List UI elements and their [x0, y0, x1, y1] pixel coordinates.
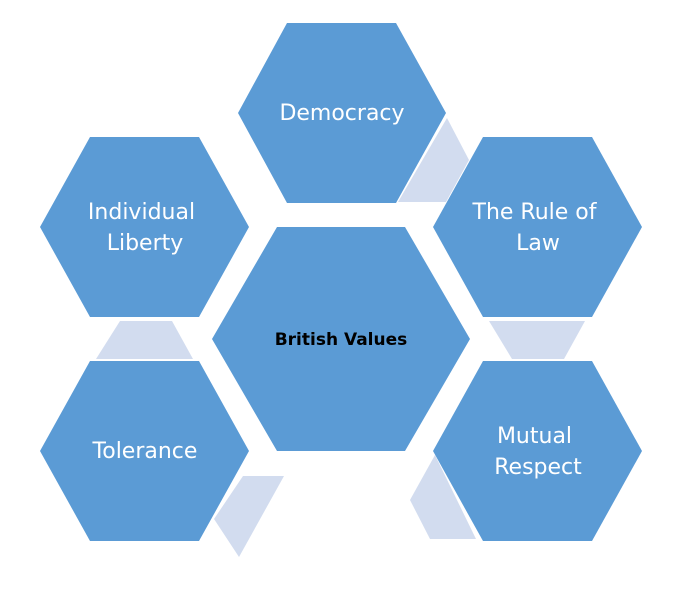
node-label-individual-liberty-line-2: Liberty: [107, 231, 184, 256]
node-label-mutual-respect-line-2: Respect: [494, 455, 582, 480]
node-label-rule-of-law: The Rule of Law: [472, 200, 604, 256]
node-label-individual-liberty: Individual Liberty: [88, 200, 202, 256]
hexagon-tolerance: [40, 361, 249, 541]
node-label-rule-of-law-line-1: The Rule of: [472, 200, 598, 225]
connector-rule-of-law-mutual-respect: [489, 321, 585, 359]
node-label-mutual-respect: Mutual Respect: [494, 424, 582, 480]
node-label-mutual-respect-line-1: Mutual: [497, 424, 572, 449]
hexagon-center: [212, 227, 470, 451]
node-label-democracy-line-1: Democracy: [279, 101, 404, 126]
node-label-tolerance: Tolerance: [92, 439, 198, 464]
node-label-democracy: Democracy: [279, 101, 404, 126]
connector-tolerance: [214, 476, 284, 557]
hexagon-individual-liberty: [40, 137, 249, 317]
hexagon-democracy: [238, 23, 446, 203]
connector-individual-liberty-tolerance: [96, 321, 193, 359]
hexagon-mutual-respect: [433, 361, 642, 541]
center-label: British Values: [275, 330, 408, 350]
connector-mutual-respect: [410, 455, 476, 539]
connector-democracy-rule-of-law: [398, 118, 469, 202]
node-label-individual-liberty-line-1: Individual: [88, 200, 195, 225]
node-label-rule-of-law-line-2: Law: [516, 231, 560, 256]
hexagon-rule-of-law: [433, 137, 642, 317]
node-label-tolerance-line-1: Tolerance: [92, 439, 198, 464]
